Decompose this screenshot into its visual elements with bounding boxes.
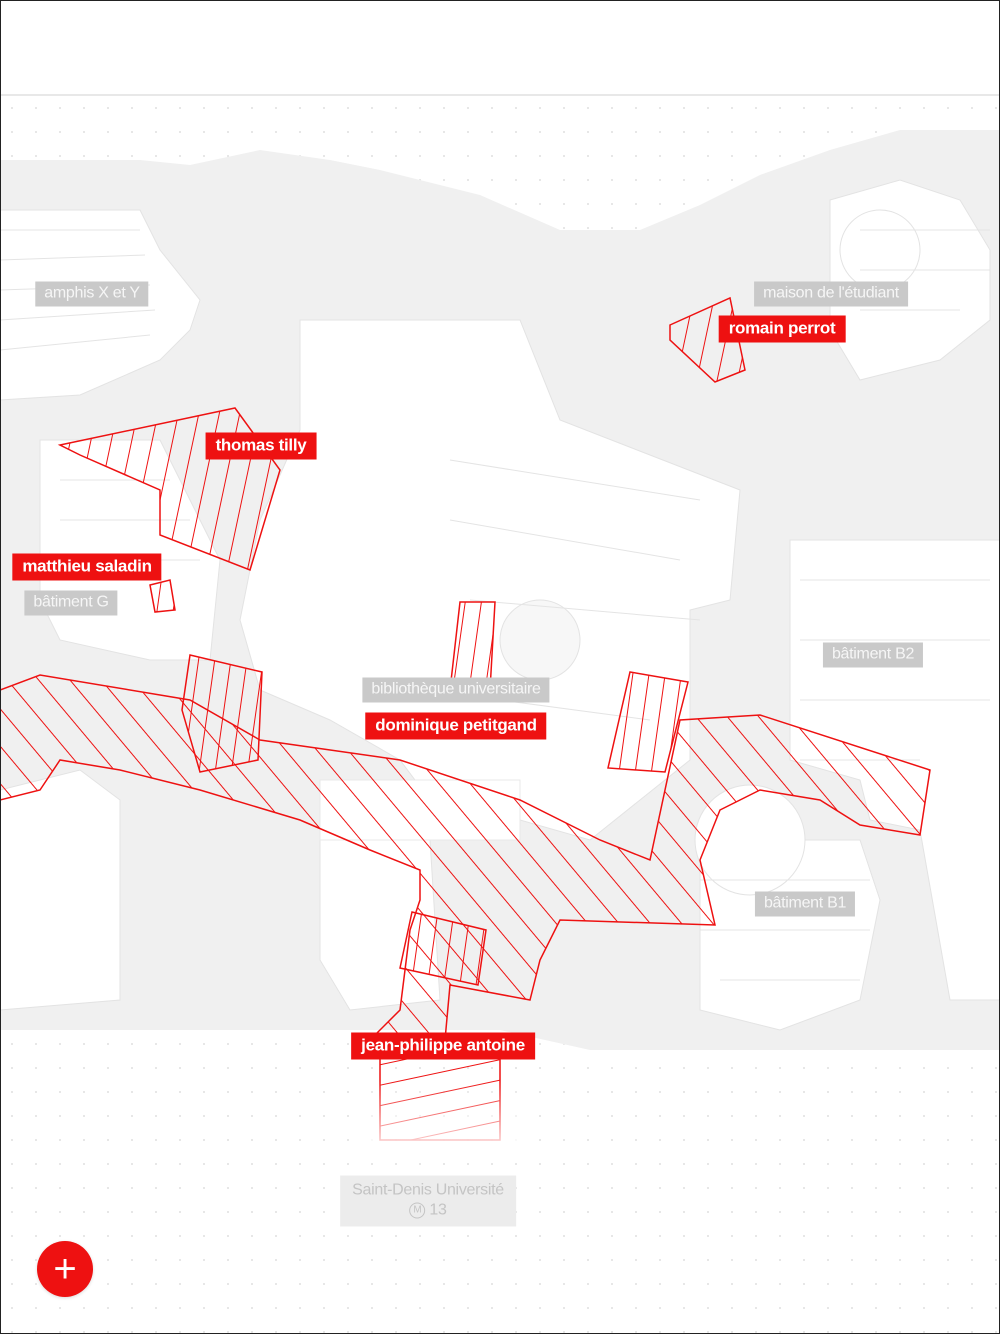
campus-map[interactable]: amphis X et Y maison de l'étudiant bâtim… (0, 96, 1000, 1334)
label-dominique-petitgand[interactable]: dominique petitgand (365, 712, 547, 740)
top-bar (0, 0, 1000, 96)
label-thomas-tilly[interactable]: thomas tilly (205, 432, 317, 460)
label-maison-etudiant[interactable]: maison de l'étudiant (754, 281, 908, 307)
add-button[interactable]: + (37, 1241, 93, 1297)
plus-icon: + (53, 1247, 77, 1291)
label-amphis[interactable]: amphis X et Y (35, 281, 149, 307)
metro-line-number: 13 (429, 1201, 447, 1219)
metro-station-name: Saint-Denis Université (352, 1181, 504, 1199)
metro-icon: M (409, 1202, 426, 1219)
label-batiment-g[interactable]: bâtiment G (24, 590, 118, 616)
label-bibliotheque[interactable]: bibliothèque universitaire (362, 677, 550, 703)
label-batiment-b1[interactable]: bâtiment B1 (754, 891, 856, 917)
label-matthieu-saladin[interactable]: matthieu saladin (12, 553, 162, 581)
label-batiment-b2[interactable]: bâtiment B2 (822, 642, 924, 668)
label-romain-perrot[interactable]: romain perrot (718, 315, 846, 343)
label-jean-philippe-antoine[interactable]: jean-philippe antoine (351, 1032, 535, 1060)
